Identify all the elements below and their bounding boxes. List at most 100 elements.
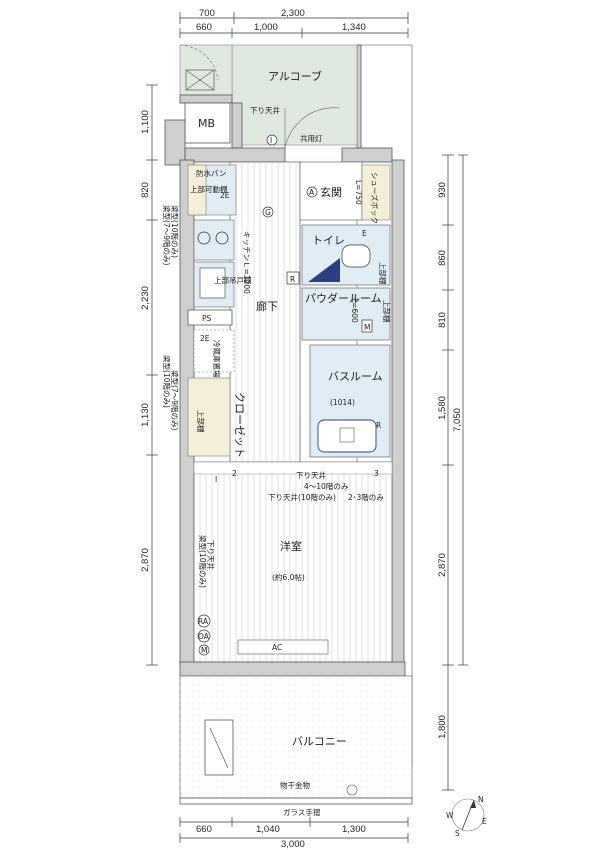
switch-i-symbol: I <box>215 475 217 484</box>
alcove-area <box>231 44 358 146</box>
ac-label: AC <box>272 643 282 652</box>
ps-label: PS <box>202 314 212 323</box>
intercom-icon <box>306 186 318 198</box>
hari-10-top: 梁型(10階のみ) <box>170 205 180 258</box>
dim-bottom-1040: 1,040 <box>256 824 280 835</box>
compass: N E S W <box>446 795 487 838</box>
hari-10-mid: 梁型(10階のみ) <box>162 355 172 408</box>
sagari-tenjo-top: 下り天井 <box>250 105 280 115</box>
bath-room-label: バスルーム <box>328 370 383 383</box>
alcove-label: アルコーブ <box>268 69 322 83</box>
compass-s: S <box>455 829 460 838</box>
m-symbol: M <box>201 646 207 655</box>
glass-rail-label: ガラス手摺 <box>283 807 320 817</box>
light-symbol: I <box>270 136 272 145</box>
toilet-r-symbol: R <box>290 275 295 284</box>
shoes-box <box>361 164 391 221</box>
dim-bottom-660: 660 <box>196 824 212 835</box>
powder-m-symbol: M <box>364 323 370 332</box>
compass-e: E <box>482 817 487 826</box>
burner-icon-2 <box>215 231 229 245</box>
sagari-10-23-label: 下り天井(10階のみ) <box>268 492 336 502</box>
mb-label: MB <box>198 117 215 130</box>
bath-r-symbol: R <box>376 421 381 430</box>
light-fixture-icon <box>266 134 278 146</box>
closet-label: クローゼット <box>233 392 246 458</box>
symbol-3: 3 <box>374 469 379 478</box>
gas-meter-icon <box>262 206 274 218</box>
dim-left-1130: 1,130 <box>140 403 151 427</box>
bottom-dimensions: 660 1,040 1,300 3,000 <box>179 817 409 850</box>
genkan-label: 玄関 <box>320 185 342 199</box>
youshitsu-label: 洋室 <box>280 539 302 553</box>
hari-79-top: 梁型(7～9階のみ) <box>162 205 172 265</box>
dim-right-1580: 1,580 <box>437 396 448 420</box>
mono-hoshi-label: 物干金物 <box>280 780 310 790</box>
bousui-pan-label: 防水パン <box>196 168 226 178</box>
toilet-fixture-icon <box>308 258 340 282</box>
hari-79-mid: 梁型(7～9階のみ) <box>170 370 180 430</box>
dim-top-total: 2,300 <box>281 8 305 19</box>
top-dimensions: 700 2,300 660 1,000 1,340 <box>179 8 409 38</box>
dim-bottom-total: 3,000 <box>281 839 305 850</box>
dim-top-660: 660 <box>196 22 212 33</box>
closet-shelf-label: 上部棚 <box>196 410 206 433</box>
dim-bottom-1300: 1,300 <box>342 824 366 835</box>
dim-top-1340: 1,340 <box>342 22 366 33</box>
left-dimensions: 1,100 820 2,230 1,130 2,870 <box>140 84 158 666</box>
ra-symbol: RA <box>198 617 209 626</box>
youshitsu-size-label: (約6.0帖) <box>272 572 305 582</box>
sagari-23-label: 2･3階のみ <box>348 492 384 502</box>
sagari-left-label: 下り天井 <box>206 540 216 570</box>
toilet-bowl-icon <box>341 244 371 268</box>
powder-shelf-label: 上部棚 <box>382 300 392 323</box>
compass-n: N <box>478 795 484 804</box>
compass-w: W <box>446 811 454 820</box>
outlet-2e-mid: 2E <box>200 334 210 343</box>
l600-label: L=600 <box>350 298 359 323</box>
oa-symbol: OA <box>198 632 210 641</box>
dim-top-700: 700 <box>199 8 215 19</box>
toilet-shelf-label: 上部棚 <box>378 262 388 285</box>
sagari-410-floors: 4～10階のみ <box>304 481 349 491</box>
ac-unit <box>237 639 329 655</box>
powder-room <box>301 287 391 341</box>
dim-right-930: 930 <box>437 182 448 198</box>
bath-size-label: (1014) <box>330 398 355 407</box>
hari-10-bottom: 梁型(10階のみ) <box>198 535 208 588</box>
bathtub-icon <box>317 419 377 453</box>
dim-left-820: 820 <box>140 182 151 198</box>
balcony-label: バルコニー <box>292 735 347 748</box>
fridge-area <box>193 329 235 373</box>
dim-right-860: 860 <box>437 250 448 266</box>
right-dimensions: 930 860 810 1,580 2,870 1,800 7,050 <box>437 154 468 791</box>
symbol-g: G <box>265 208 271 217</box>
reizouko-label: 冷蔵庫置場 <box>212 340 222 378</box>
closet <box>187 377 231 457</box>
dim-left-1100: 1,100 <box>140 110 151 134</box>
rouka-label: 廊下 <box>256 299 278 313</box>
clothes-hook-icon <box>346 784 358 796</box>
shoes-box-label: シューズボックス <box>370 172 380 231</box>
toilet-label: トイレ <box>312 234 345 247</box>
toilet-outlet: E <box>362 229 367 238</box>
powder-room-label: パウダールーム <box>305 291 382 305</box>
symbol-a: A <box>309 188 315 197</box>
kyouyoutou-label: 共用灯 <box>300 133 323 143</box>
dim-right-810: 810 <box>437 312 448 328</box>
mb-box <box>184 102 231 144</box>
burner-icon <box>197 231 211 245</box>
symbol-2: 2 <box>232 469 237 478</box>
dim-right-1800: 1,800 <box>437 715 448 739</box>
dim-left-2870: 2,870 <box>140 548 151 572</box>
joubu-kadou-label: 上部可動棚 <box>190 184 228 194</box>
joubu-todana-label: 上部吊戸棚 <box>214 275 252 285</box>
sagari-410-label: 下り天井 <box>296 470 326 480</box>
dim-right-total: 7,050 <box>452 408 463 432</box>
kitchen-label: キッチンＬ=1200 <box>242 231 251 294</box>
ps-box <box>187 309 233 326</box>
l750-label: L=750 <box>354 180 363 205</box>
outlet-2e-top: 2E <box>220 191 230 200</box>
dim-top-1000: 1,000 <box>254 22 278 33</box>
